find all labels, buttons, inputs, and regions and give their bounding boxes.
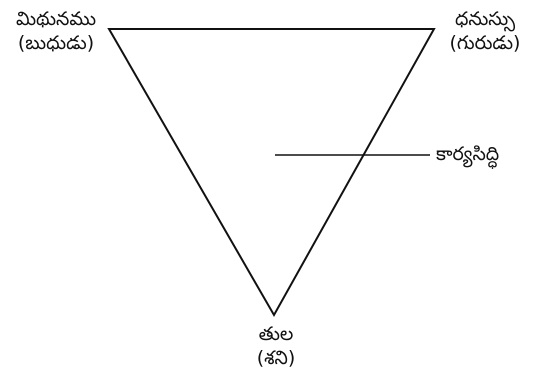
- ruler-name-guruḍu: (గురుడు): [449, 32, 521, 54]
- ruler-name-shani: (శని): [256, 347, 296, 369]
- sign-name-mithunam: మిథునము: [15, 8, 97, 30]
- vertex-label-top-left: మిథునము (బుధుడు): [2, 7, 110, 55]
- sign-name-dhanussu: ధనుస్సు: [454, 8, 516, 30]
- vertex-label-top-right: ధనుస్సు (గురుడు): [437, 7, 533, 55]
- vertex-label-bottom: తుల (శని): [226, 322, 326, 370]
- sign-name-tula: తుల: [258, 323, 294, 345]
- callout-label: కార్యసిద్ధి: [436, 143, 500, 165]
- ruler-name-budhudu: (బుధుడు): [17, 32, 95, 54]
- inverted-triangle: [107, 28, 436, 318]
